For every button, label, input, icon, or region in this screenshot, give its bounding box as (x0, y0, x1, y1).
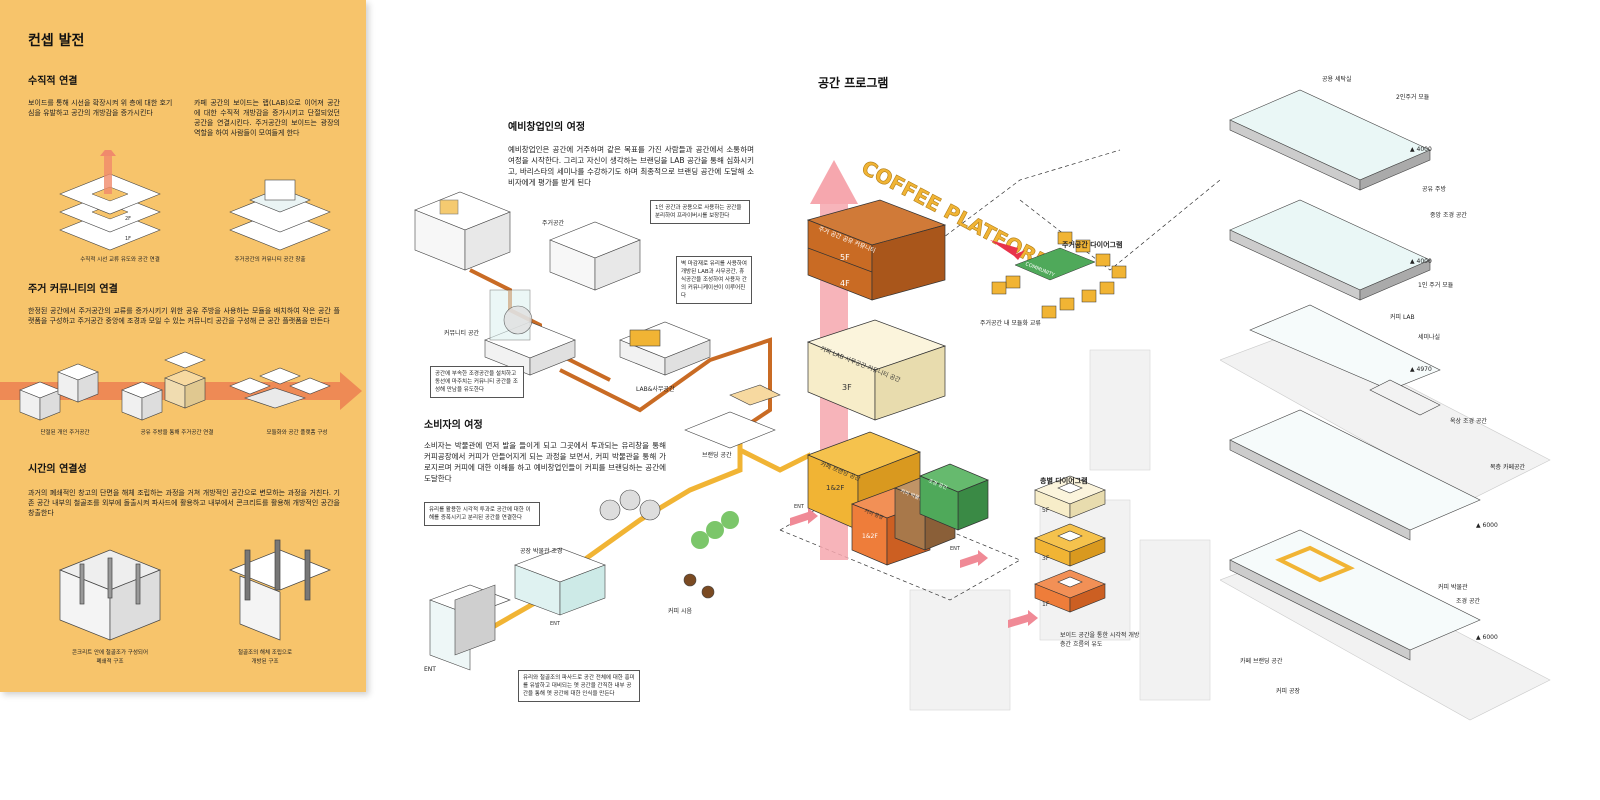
r-label-11: 카페 브랜딩 공간 (1240, 658, 1283, 665)
floor-4 (1229, 199, 1431, 301)
time-caption-1b: 폐쇄적 구조 (96, 659, 124, 665)
floor-void-diagram (1034, 475, 1106, 613)
r-label-5: 커피 LAB (1390, 314, 1415, 321)
facade-block (429, 584, 511, 671)
floor-label-1f: 1F (125, 236, 131, 242)
consumer-para: 소비자는 박물관에 먼저 발을 들이게 되고 그곳에서 투과되는 유리창을 통해… (424, 441, 666, 483)
context-buildings (909, 349, 1211, 711)
residence-diagram-label: 주거공간 다이어그램 (1062, 241, 1123, 249)
r-label-8: 복층 카페공간 (1490, 464, 1526, 471)
block-landscape (919, 463, 989, 531)
residence-modules (991, 231, 1127, 319)
module-boxes (19, 351, 331, 421)
r-label-12: 커피 공장 (1276, 688, 1300, 695)
block-3f (806, 319, 947, 421)
floor-diagram-label: 층별 다이어그램 (1040, 477, 1088, 485)
d-floor-5f: 5F (1042, 507, 1050, 514)
r-label-6: 세미나실 (1418, 334, 1441, 341)
residence-sub-label: 주거공간 내 모듈화 교류 (980, 320, 1041, 327)
r-label-9: 커피 박물관 (1438, 584, 1468, 591)
label-residence: 주거공간 (542, 220, 565, 227)
time-diagrams (59, 539, 331, 641)
time-caption-1a: 콘크리트 안에 철골조가 구성되어 (71, 650, 149, 656)
note-privacy: 1인 공간과 공용으로 사용하는 공간을 분리하여 프라이버시를 보장한다 (650, 200, 750, 224)
floor-3 (1249, 304, 1441, 416)
label-lab: LAB&사무공간 (636, 386, 675, 393)
concept-panel: 컨셉 발전 수직적 연결 보이드를 통해 시선을 확장시켜 위 층에 대한 호기… (0, 0, 366, 692)
r-label-1: 2인주거 모듈 (1396, 94, 1430, 101)
entrepreneur-heading: 예비창업인의 여정 (508, 122, 586, 133)
block-5f (806, 199, 947, 301)
time-para: 과거의 폐쇄적인 창고의 단면을 해체 조립하는 과정을 거쳐 개방적인 공간으… (28, 489, 340, 517)
brand-block (684, 384, 781, 449)
floor-sub-label: 보이드 공간을 통한 시각적 개방 층간 흐름의 유도 (1060, 632, 1140, 648)
journey-diagram: ENT (414, 191, 810, 671)
lab-block (619, 321, 711, 376)
museum-block (514, 489, 739, 616)
program-diagram: COFFEE PLATFORM 주거 공간 공유 커뮤니티 5F 4F 커피 L… (779, 149, 1220, 711)
label-community: 커뮤니티 공간 (444, 330, 480, 337)
r-label-7: 옥상 조경 공간 (1450, 418, 1487, 425)
community-heading: 주거 커뮤니티의 연결 (28, 284, 118, 295)
ent-label-1: ENT (794, 504, 805, 510)
vertical-caption-1: 수직적 시선 교류 유도와 공간 연결 (80, 257, 160, 263)
vertical-diagrams: 2F 1F (59, 150, 331, 251)
level-1: ▲ 4000 (1410, 258, 1432, 265)
r-label-0: 공용 세탁실 (1322, 76, 1352, 83)
floor-12f-factory: 1&2F (862, 533, 878, 540)
r-label-2: 공유 주방 (1422, 186, 1446, 193)
community-caption-1: 단절된 개인 주거공간 (40, 430, 90, 436)
residence-block (414, 191, 641, 291)
exploded-floors (1220, 89, 1551, 721)
stacked-void-diagram: 2F 1F (59, 150, 161, 251)
floor-12f: 1&2F (826, 484, 844, 492)
floor-2 (1229, 409, 1481, 541)
vertical-para-1: 보이드를 통해 시선을 확장시켜 위 층에 대한 호기심을 유발하고 공간의 개… (28, 99, 173, 117)
vertical-heading: 수직적 연결 (28, 76, 78, 87)
d-floor-1f: 1F (1042, 601, 1050, 608)
r-label-3: 중앙 조경 공간 (1430, 212, 1467, 219)
ent-label-mid: ENT (550, 621, 561, 627)
level-2: ▲ 4970 (1410, 366, 1432, 373)
vertical-para-2: 카페 공간의 보이드는 랩(LAB)으로 이어져 공간에 대한 수직적 개방감을… (194, 99, 340, 137)
time-heading: 시간의 연결성 (28, 464, 87, 475)
vertical-caption-2: 주거공간의 커뮤니티 공간 창출 (234, 257, 306, 263)
label-brand: 브랜딩 공간 (702, 452, 732, 459)
floor-3f: 3F (842, 383, 852, 392)
time-caption-2a: 철골조의 해체 조립으로 (237, 650, 293, 656)
level-4: ▲ 6000 (1476, 634, 1498, 641)
note-facade: 유리와 철골조의 파사드로 공간 전체에 대한 흥미를 유발하고 대비되는 옛 … (518, 670, 640, 702)
consumer-heading: 소비자의 여정 (424, 420, 483, 431)
program-title: 공간 프로그램 (818, 76, 889, 90)
entrepreneur-para: 예비창업인은 공간에 거주하며 같은 목표를 가진 사람들과 공간에서 소통하며… (508, 145, 754, 187)
label-museum: 공장 박물관 조경 (520, 548, 563, 555)
concept-title: 컨셉 발전 (28, 33, 85, 49)
ent-label-2: ENT (950, 546, 961, 552)
label-coffee-sale: 커피 시음 (668, 608, 692, 615)
level-0: ▲ 4000 (1410, 146, 1432, 153)
floor-4f: 4F (840, 279, 850, 288)
r-label-4: 1인 주거 모듈 (1418, 282, 1454, 289)
note-glass-lab: 벽 마감재로 유리를 사용하여 개방된 LAB과 사무공간, 휴식공간을 조성하… (676, 256, 752, 304)
d-floor-3f: 3F (1042, 555, 1050, 562)
floor-label-2f: 2F (125, 216, 131, 222)
floor-5 (1229, 89, 1431, 191)
r-label-10: 조경 공간 (1456, 598, 1480, 605)
floor-5f: 5F (840, 253, 850, 262)
community-diagram (0, 351, 362, 421)
ent-label-left: ENT (424, 666, 436, 673)
community-block (484, 289, 576, 376)
note-landscape: 공간에 부속한 조경공간을 설치하고 동선에 마주치는 커뮤니티 공간을 조성해… (430, 366, 524, 398)
note-glass-view: 유리를 활용한 시각적 투과로 공간에 대한 이해를 증폭시키고 분리된 공간을… (424, 502, 540, 526)
level-3: ▲ 6000 (1476, 522, 1498, 529)
community-caption-2: 공유 주방을 통해 주거공간 연결 (140, 430, 214, 436)
community-void-diagram (229, 179, 331, 251)
floor-1 (1229, 529, 1481, 661)
community-para: 한정된 공간에서 주거공간의 교류를 증가시키기 위한 공유 주방을 사용하는 … (28, 307, 340, 325)
time-caption-2b: 개방된 구조 (251, 659, 279, 665)
community-caption-3: 모듈화와 공간 플랫폼 구성 (266, 430, 328, 436)
